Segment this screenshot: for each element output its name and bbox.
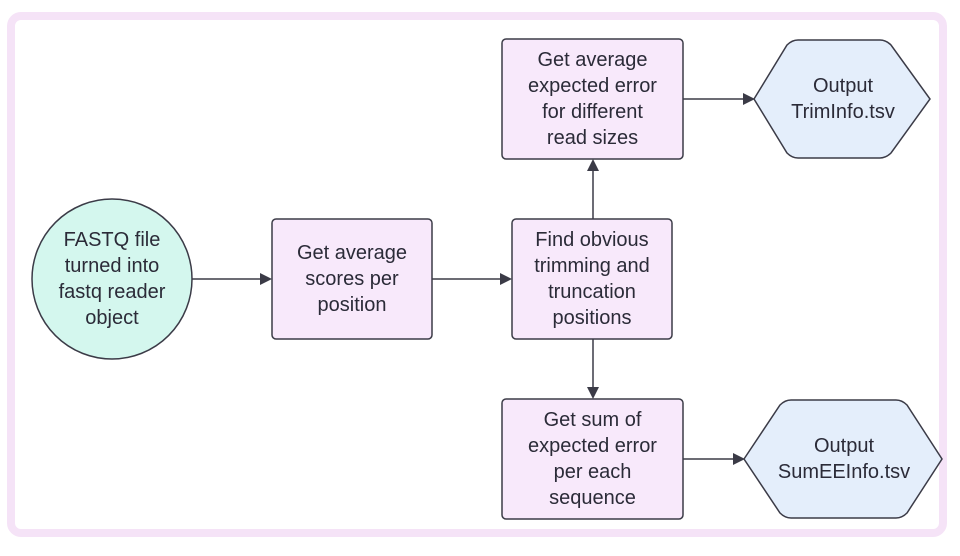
find-positions-node-shape [511,218,673,340]
start-node-label: FASTQ file turned into fastq reader obje… [58,229,166,329]
out-sum-node-shape [743,399,943,519]
out-trim-node-shape [753,39,931,159]
out-sum-node-label: Output SumEEInfo.tsv [777,435,911,483]
out-trim-node-label: Output TrimInfo.tsv [791,75,895,123]
start-node-shape [31,198,193,360]
avg-scores-node-shape [271,218,433,340]
avg-scores-node-label: Get average scores per position [296,242,408,316]
avg-error-node-shape [501,38,684,160]
sum-error-node-label: Get sum of expected error per each seque… [528,409,657,509]
sum-error-node-shape [501,398,684,520]
find-positions-node-label: Find obvious trimming and truncation pos… [534,229,650,329]
avg-error-node-label: Get average expected error for different… [528,49,657,149]
